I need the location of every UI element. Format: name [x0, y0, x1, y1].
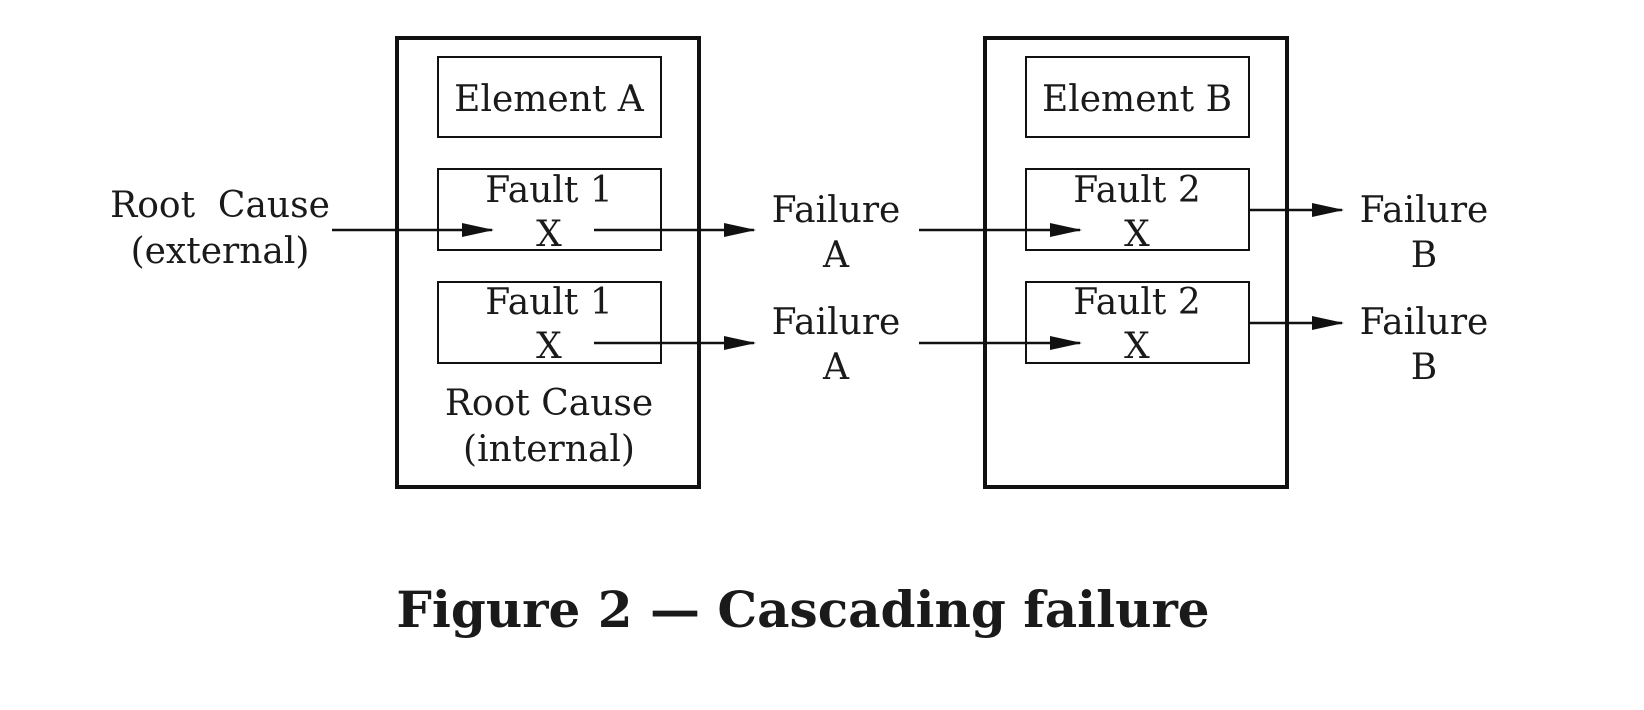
failure-a-lower-line1: Failure [772, 302, 901, 343]
element-b-title: Element B [1042, 79, 1232, 120]
element-a-fault-upper: Fault 1 X [437, 168, 662, 255]
fault-box [437, 168, 662, 251]
element-a-fault-lower: Fault 1 X [437, 281, 662, 367]
failure-b-upper-line2: B [1411, 235, 1437, 276]
failure-a-upper-line2: A [822, 235, 850, 276]
fault-x-mark: X [536, 214, 562, 255]
failure-a-lower-line2: A [822, 347, 850, 388]
arrows [332, 203, 1344, 350]
root-cause-internal-line1: Root Cause [445, 383, 653, 424]
element-a-title: Element A [454, 79, 645, 120]
failure-b-lower-line2: B [1411, 347, 1437, 388]
element-a-title-box [437, 56, 662, 138]
failure-b-upper: Failure B [1360, 190, 1489, 276]
element-b-block: Element B Fault 2 X Fault 2 X [983, 36, 1289, 489]
element-b-fault-lower: Fault 2 X [1025, 281, 1250, 367]
root-cause-external-line1: Root Cause [110, 185, 330, 226]
fault-label: Fault 1 [485, 170, 613, 211]
fault-x-mark: X [536, 326, 562, 367]
root-cause-internal-line2: (internal) [463, 429, 635, 470]
failure-a-upper-line1: Failure [772, 190, 901, 231]
failure-b-lower: Failure B [1360, 302, 1489, 388]
element-a-outer-box [395, 36, 701, 489]
fault-x-mark: X [1124, 214, 1150, 255]
fault-x-mark: X [1124, 326, 1150, 367]
failure-a-lower: Failure A [772, 302, 901, 388]
element-b-fault-upper: Fault 2 X [1025, 168, 1250, 255]
failure-b-upper-line1: Failure [1360, 190, 1489, 231]
element-b-title-box [1025, 56, 1250, 138]
failure-a-upper: Failure A [772, 190, 901, 276]
failure-b-lower-line1: Failure [1360, 302, 1489, 343]
fault-box [437, 281, 662, 364]
root-cause-external-line2: (external) [131, 231, 310, 272]
fault-label: Fault 2 [1073, 282, 1201, 323]
element-b-outer-box [983, 36, 1289, 489]
root-cause-external: Root Cause (external) [110, 185, 330, 272]
element-a-block: Element A Fault 1 X Fault 1 X Root Cause… [395, 36, 701, 489]
fault-label: Fault 2 [1073, 170, 1201, 211]
fault-label: Fault 1 [485, 282, 613, 323]
figure-caption: Figure 2 — Cascading failure [396, 580, 1209, 639]
